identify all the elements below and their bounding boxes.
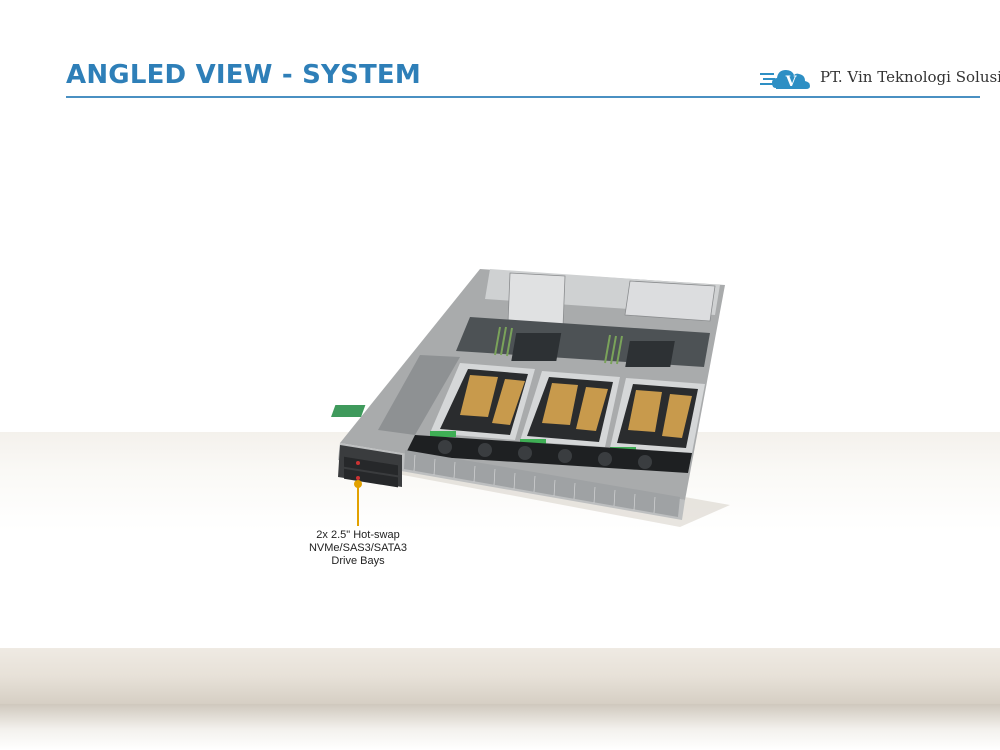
- callout-line-1: 2x 2.5" Hot-swap: [316, 529, 400, 541]
- server-chassis-image: [331, 269, 730, 527]
- table-edge: [0, 648, 1000, 704]
- logo-mark-letter: V: [785, 74, 798, 90]
- page-title: ANGLED VIEW - SYSTEM: [66, 60, 421, 90]
- callout-line-2: NVMe/SAS3/SATA3: [308, 542, 408, 554]
- drive-bays-callout: 2x 2.5" Hot-swap NVMe/SAS3/SATA3 Drive B…: [288, 529, 428, 568]
- company-logo: V PT. Vin Teknologi Solusi: [760, 64, 1000, 94]
- company-name: PT. Vin Teknologi Solusi: [820, 68, 1000, 86]
- callout-line: [357, 484, 359, 526]
- title-underline: [66, 96, 980, 98]
- table-shadow: [0, 704, 1000, 750]
- cloud-logo-icon: V: [760, 70, 810, 90]
- callout-line-3: Drive Bays: [331, 555, 385, 567]
